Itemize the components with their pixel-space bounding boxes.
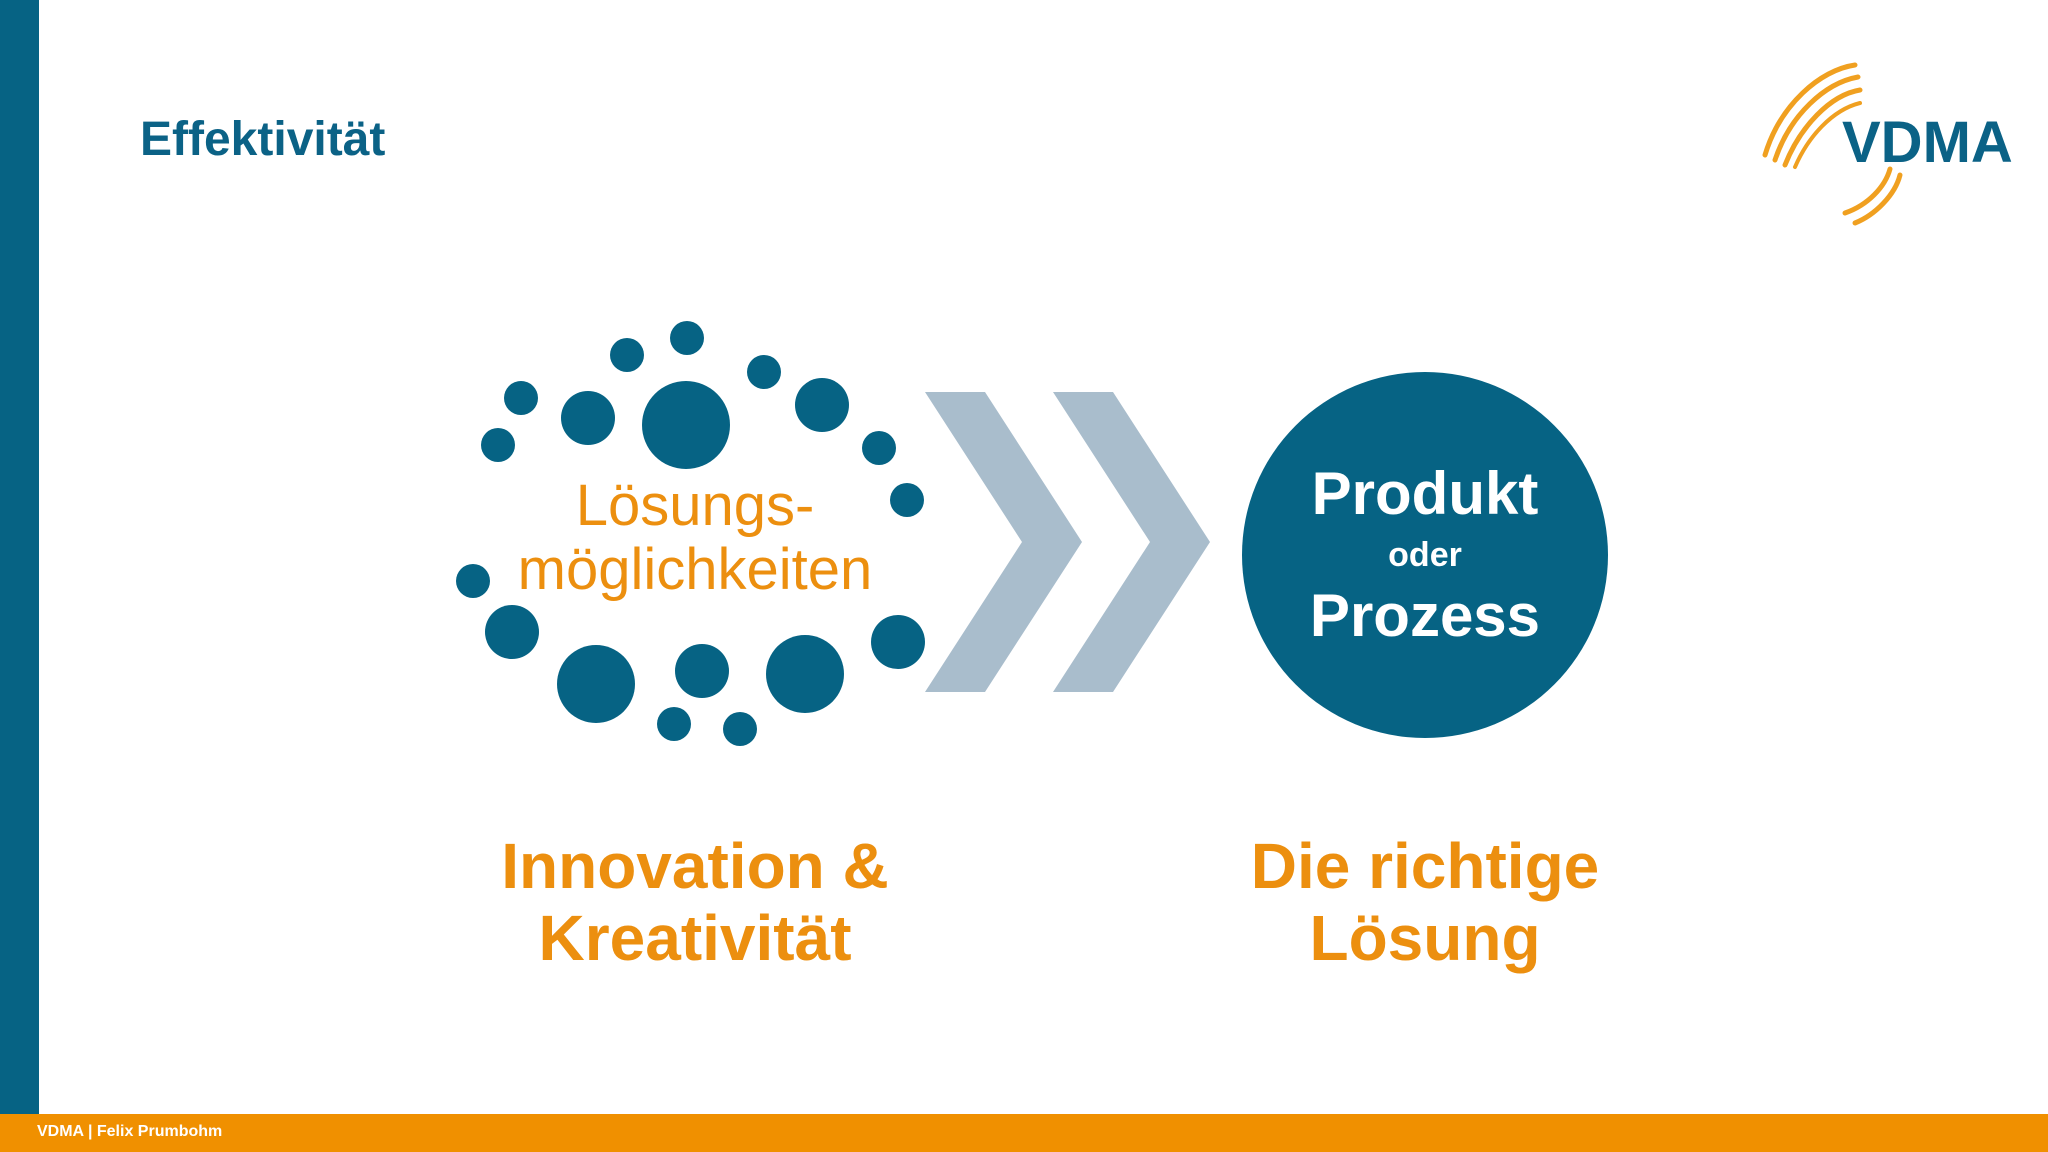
chevron-1 bbox=[925, 392, 1082, 692]
cluster-dot bbox=[610, 338, 644, 372]
cluster-dot bbox=[795, 378, 849, 432]
cluster-dot bbox=[862, 431, 896, 465]
caption-left-line-1: Innovation & bbox=[501, 830, 889, 902]
solutions-line-1: Lösungs- bbox=[575, 473, 815, 538]
caption-right-line-1: Die richtige bbox=[1250, 830, 1600, 902]
cluster-dot bbox=[657, 707, 691, 741]
solutions-line-2: möglichkeiten bbox=[517, 537, 873, 602]
left-accent-bar bbox=[0, 0, 39, 1114]
circle-line-2: oder bbox=[1388, 536, 1462, 574]
cluster-dot bbox=[504, 381, 538, 415]
footer-bar: VDMA | Felix Prumbohm bbox=[0, 1114, 2048, 1152]
caption-right-line-2: Lösung bbox=[1309, 902, 1541, 974]
cluster-dot bbox=[766, 635, 844, 713]
footer-text: VDMA | Felix Prumbohm bbox=[37, 1123, 223, 1140]
cluster-dot bbox=[675, 644, 729, 698]
logo-text: VDMA bbox=[1842, 110, 2013, 175]
circle-line-1: Produkt bbox=[1311, 460, 1539, 527]
cluster-dot bbox=[642, 381, 730, 469]
chevron-2 bbox=[1053, 392, 1210, 692]
caption-left-line-2: Kreativität bbox=[538, 902, 852, 974]
slide-title: Effektivität bbox=[140, 113, 386, 166]
cluster-dot bbox=[670, 321, 704, 355]
cluster-dot bbox=[871, 615, 925, 669]
circle-line-3: Prozess bbox=[1309, 582, 1541, 649]
caption-solution: Die richtige Lösung bbox=[1170, 830, 1680, 974]
cluster-dot bbox=[557, 645, 635, 723]
cluster-dot bbox=[481, 428, 515, 462]
cluster-dot bbox=[485, 605, 539, 659]
cluster-dot bbox=[723, 712, 757, 746]
vdma-logo-icon: VDMA bbox=[1762, 62, 2013, 226]
solutions-label: Lösungs- möglichkeiten bbox=[475, 474, 915, 602]
cluster-dot bbox=[561, 391, 615, 445]
caption-innovation: Innovation & Kreativität bbox=[440, 830, 950, 974]
cluster-dot bbox=[747, 355, 781, 389]
product-process-circle: Produkt oder Prozess bbox=[1242, 372, 1608, 738]
